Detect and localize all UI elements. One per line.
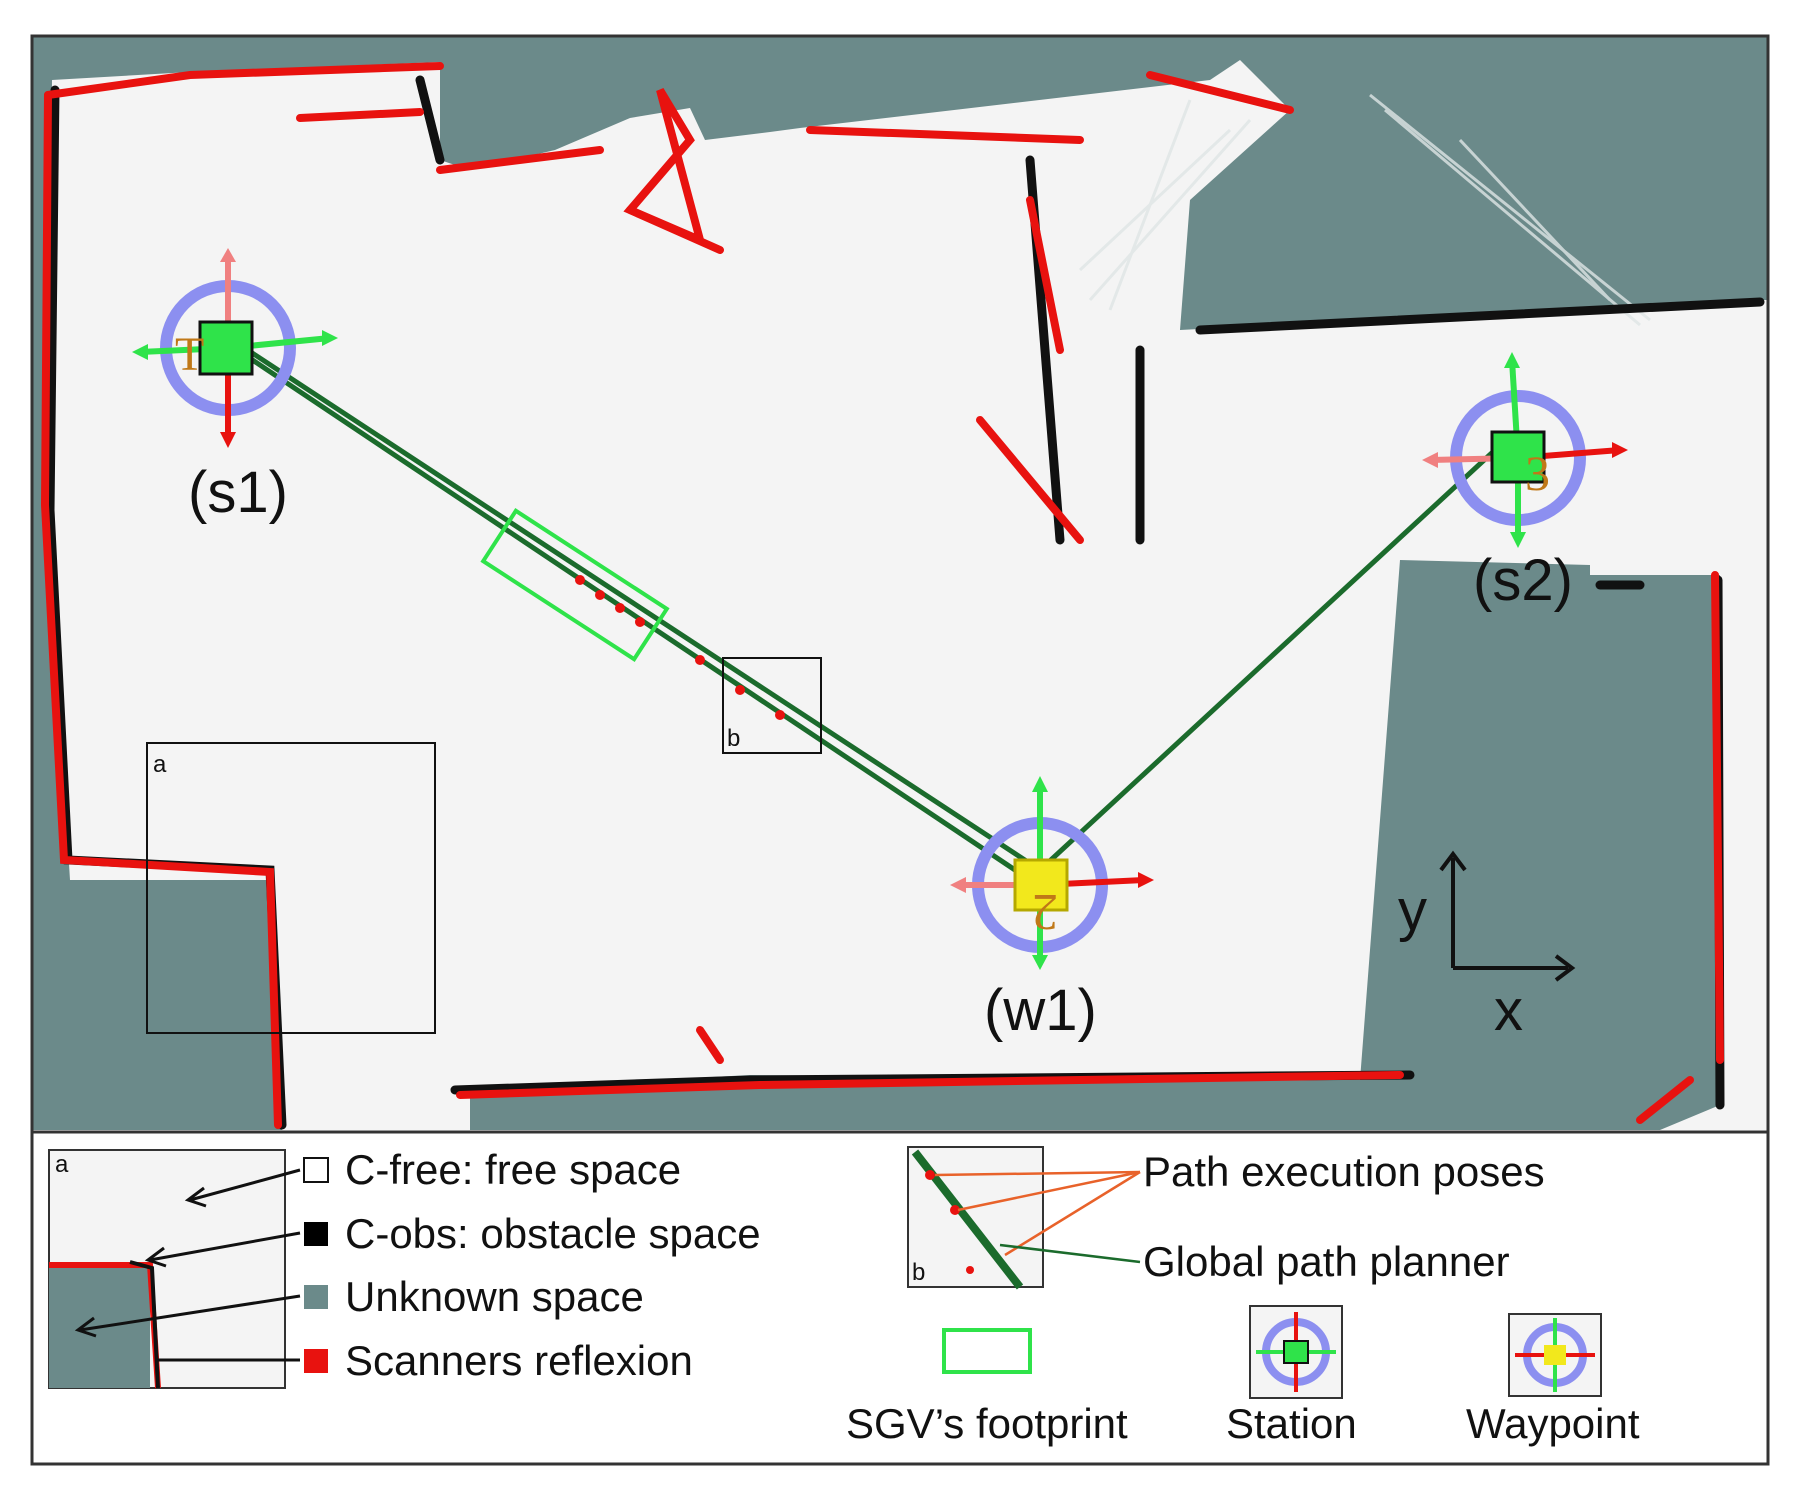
legend-inset-a-label: a <box>55 1151 69 1178</box>
legend-footprint-symbol <box>942 1328 1032 1374</box>
station-s2-marker: 3 <box>1422 352 1628 548</box>
legend-item-unknown: Unknown space <box>304 1273 644 1320</box>
legend-global-path-planner: Global path planner <box>1143 1238 1510 1285</box>
figure-border <box>30 34 1770 1466</box>
legend-label-reflexion: Scanners reflexion <box>345 1337 693 1384</box>
waypoint-w1-marker: 2 <box>950 776 1154 970</box>
axis-x-label: x <box>1494 978 1523 1043</box>
waypoint-w1-label: (w1) <box>984 978 1097 1043</box>
zoom-box-b <box>722 657 822 754</box>
scanner-reflexion-lines <box>40 62 1724 1129</box>
legend-inset-a: a <box>48 1149 301 1389</box>
svg-text:3: 3 <box>1525 445 1550 501</box>
unknown-rays <box>1078 93 1651 327</box>
legend-item-free: C-free: free space <box>303 1146 681 1193</box>
station-s2-label: (s2) <box>1473 548 1573 613</box>
svg-text:2: 2 <box>1032 883 1058 940</box>
legend-panel: a C-free: free space C-obs: obstacle spa… <box>30 34 1770 1466</box>
legend-waypoint-symbol <box>1508 1313 1602 1397</box>
legend-station-label: Station <box>1226 1400 1357 1447</box>
legend-waypoint-label: Waypoint <box>1466 1400 1640 1447</box>
legend-label-unknown: Unknown space <box>345 1273 644 1320</box>
legend-label-obstacle: C-obs: obstacle space <box>345 1210 761 1257</box>
legend-label-free: C-free: free space <box>345 1146 681 1193</box>
zoom-box-b-label: b <box>727 725 740 752</box>
legend-inset-b: b <box>907 1146 1141 1290</box>
sgv-footprint-box <box>480 508 670 662</box>
legend-footprint-label: SGV’s footprint <box>846 1400 1128 1447</box>
legend-path-execution-poses: Path execution poses <box>1143 1148 1545 1195</box>
global-path <box>238 342 1497 883</box>
svg-text:T: T <box>175 328 204 381</box>
axis-indicator <box>1439 850 1576 982</box>
legend-station-symbol <box>1249 1305 1343 1399</box>
legend-item-obstacle: C-obs: obstacle space <box>304 1210 761 1257</box>
legend-item-reflexion: Scanners reflexion <box>304 1337 693 1384</box>
legend-inset-b-label: b <box>912 1259 925 1286</box>
axis-y-label: y <box>1398 878 1427 943</box>
occupancy-map: a b T (s1) <box>32 36 1768 1130</box>
station-s1-marker: T <box>132 248 338 448</box>
zoom-box-a-label: a <box>153 751 167 778</box>
zoom-box-a <box>146 742 436 1034</box>
station-s1-label: (s1) <box>188 460 288 525</box>
path-execution-poses <box>575 575 785 720</box>
